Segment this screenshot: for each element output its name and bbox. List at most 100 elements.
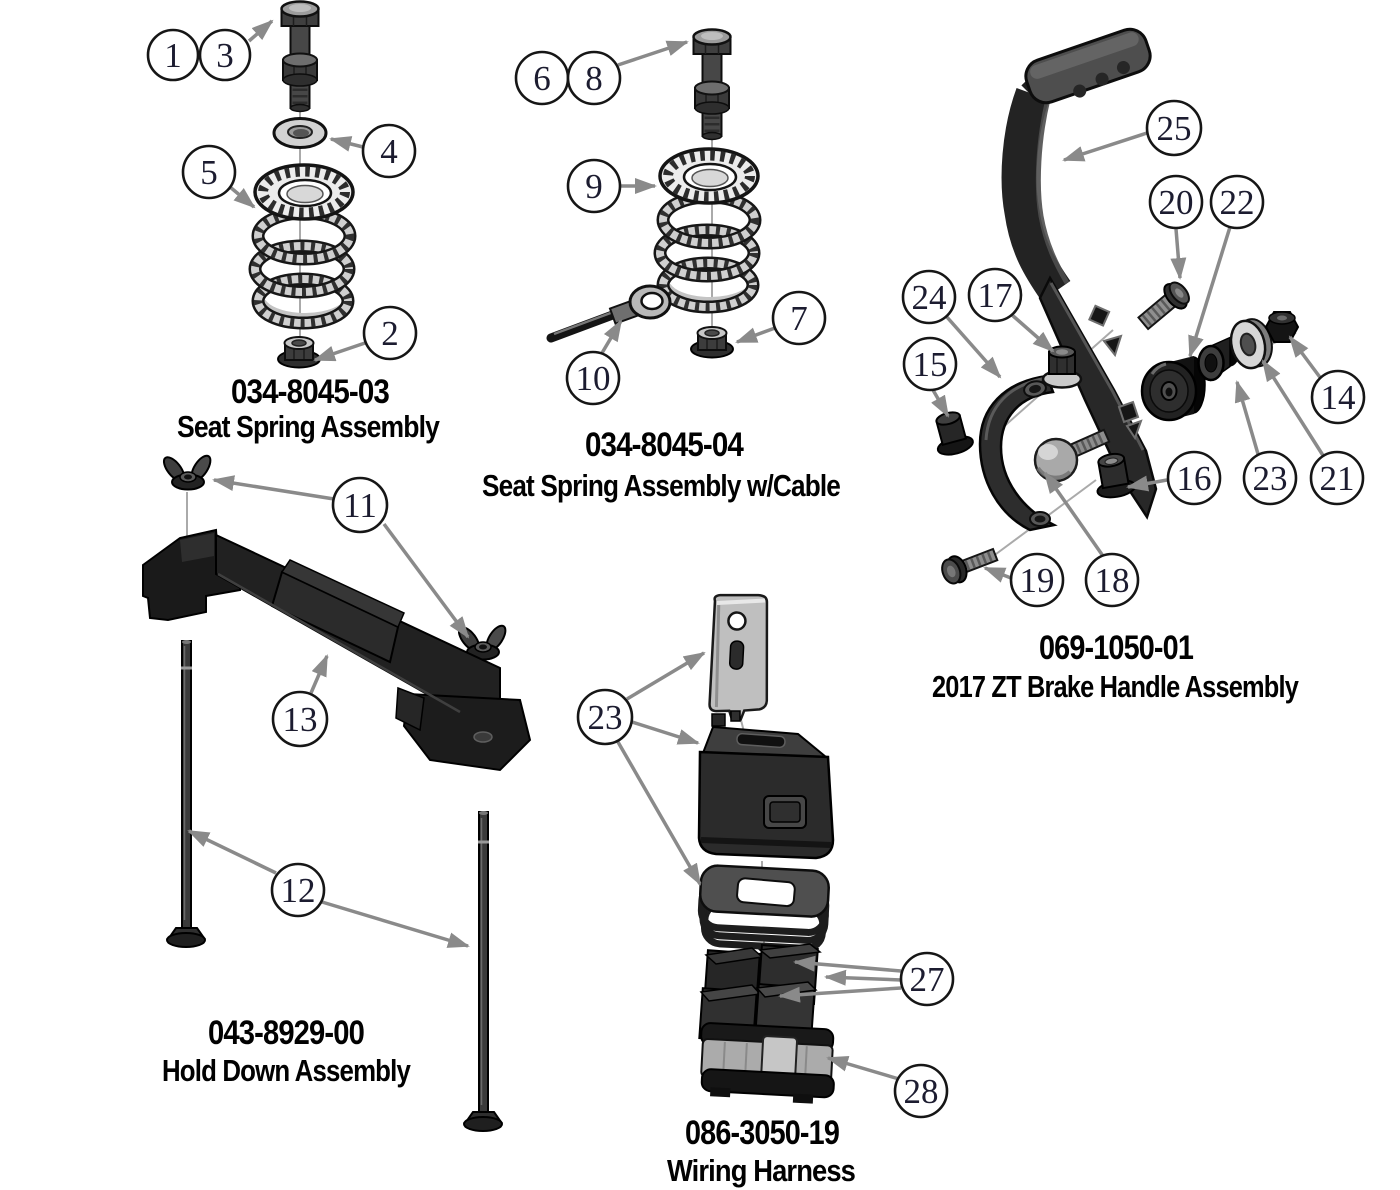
svg-text:23: 23 [588, 698, 623, 737]
leader-bolt-19 [983, 566, 1012, 583]
callout-20: 20 [1148, 174, 1204, 230]
wing-nut-left [159, 451, 216, 491]
callout-11: 11 [331, 476, 389, 534]
svg-text:25: 25 [1157, 109, 1192, 148]
assembly-wiring-harness: 23 27 28 086-3050-19 Wiring Harness [576, 593, 955, 1188]
leader-cover [631, 720, 700, 745]
leader-rod-left [187, 829, 277, 875]
leader-washer-21 [1261, 359, 1326, 458]
assembly-part-number: 034-8045-03 [231, 373, 389, 411]
svg-text:28: 28 [904, 1072, 939, 1111]
leader-roller-22 [1188, 226, 1232, 358]
leader-gasket [616, 741, 702, 886]
hold-down-rod-left [166, 640, 206, 948]
callout-16: 16 [1166, 450, 1222, 506]
callout-6: 6 [514, 50, 570, 106]
leader-nut-16 [1126, 475, 1168, 492]
callout-3: 3 [198, 28, 252, 82]
roller-bumper-22 [1140, 356, 1206, 422]
svg-text:12: 12 [281, 871, 316, 910]
svg-text:8: 8 [585, 59, 603, 98]
brake-handle-with-grip [1001, 27, 1158, 520]
leader-rod-right [321, 900, 470, 948]
callout-28: 28 [893, 1063, 949, 1119]
svg-text:10: 10 [576, 359, 611, 398]
connector-base [700, 1022, 835, 1104]
svg-text:14: 14 [1321, 378, 1356, 417]
leader-bolt [617, 40, 689, 67]
callout-15: 15 [902, 336, 958, 392]
callout-7: 7 [771, 290, 827, 346]
lock-nut-14 [1264, 311, 1300, 343]
leader-bolt [247, 19, 274, 43]
flange-lock-nut [690, 326, 734, 359]
assembly-title: Seat Spring Assembly w/Cable [482, 468, 841, 503]
compression-spring [255, 165, 353, 323]
assembly-title: Hold Down Assembly [162, 1053, 411, 1088]
callout-21: 21 [1309, 450, 1365, 506]
flange-nut-17 [1041, 345, 1083, 389]
flange-lock-nut-15 [935, 411, 974, 456]
spacer-bushing-23 [1197, 336, 1240, 382]
flange-lock-nut-16 [1096, 452, 1137, 499]
svg-text:3: 3 [216, 36, 234, 75]
hold-down-bracket [142, 528, 532, 772]
leader-handle [1062, 131, 1148, 162]
assembly-part-number: 069-1050-01 [1039, 629, 1193, 667]
hex-bolt [694, 30, 731, 140]
leader-nut [735, 326, 776, 344]
callout-24: 24 [901, 269, 957, 325]
callout-2: 2 [362, 305, 418, 361]
leader-nut [313, 341, 366, 362]
pivot-bracket [978, 374, 1058, 532]
callout-9: 9 [566, 158, 622, 214]
assembly-part-number: 086-3050-19 [685, 1114, 839, 1152]
callout-17: 17 [967, 267, 1023, 323]
callout-5: 5 [181, 144, 237, 200]
leader-bolt-18 [1043, 471, 1105, 558]
leader-bushing-23 [1234, 380, 1260, 455]
svg-text:21: 21 [1320, 459, 1355, 498]
assembly-seat-spring: 1 3 4 5 2 034-8045-03 Seat Spring Assemb… [146, 2, 441, 444]
svg-text:11: 11 [343, 486, 377, 525]
hex-bolt-19 [941, 547, 999, 585]
callout-25: 25 [1145, 99, 1203, 157]
callout-10: 10 [565, 350, 621, 406]
assembly-title: Seat Spring Assembly [177, 409, 440, 444]
svg-text:27: 27 [910, 960, 945, 999]
svg-text:13: 13 [283, 700, 318, 739]
callout-27: 27 [899, 951, 955, 1007]
callout-13: 13 [271, 690, 329, 748]
svg-text:17: 17 [978, 276, 1013, 315]
leader-base [826, 1056, 900, 1081]
leader-bracket-24 [944, 314, 1002, 379]
svg-text:5: 5 [200, 153, 218, 192]
svg-text:22: 22 [1220, 183, 1255, 222]
assembly-brake-handle: 25 20 22 24 17 15 14 16 23 21 19 [901, 27, 1366, 704]
callout-19: 19 [1009, 552, 1065, 608]
leader-nut-17 [1010, 313, 1055, 353]
assembly-part-number: 043-8929-00 [208, 1014, 364, 1052]
leader-spring [228, 185, 256, 209]
flat-washer-21 [1229, 318, 1273, 370]
flange-lock-nut [277, 336, 321, 369]
cable-with-eyelet [546, 284, 672, 343]
harness-cover [697, 710, 835, 860]
callout-8: 8 [566, 50, 622, 106]
leader-cable [600, 319, 623, 354]
leader-wingnut-left [212, 475, 335, 501]
rubber-boot-gasket [697, 864, 830, 952]
svg-text:18: 18 [1095, 561, 1130, 600]
leader-bracket [309, 654, 329, 694]
assembly-seat-spring-cable: 6 8 9 10 7 034-8045-04 Seat Spring Assem… [482, 30, 842, 503]
svg-text:23: 23 [1253, 459, 1288, 498]
hex-bolt [282, 2, 319, 112]
leader-wingnut-right [382, 522, 470, 639]
compression-spring [660, 149, 758, 307]
hold-down-rod-right [463, 811, 503, 1132]
callout-1: 1 [146, 28, 200, 82]
svg-text:24: 24 [912, 278, 947, 317]
assembly-title: Wiring Harness [667, 1153, 855, 1188]
